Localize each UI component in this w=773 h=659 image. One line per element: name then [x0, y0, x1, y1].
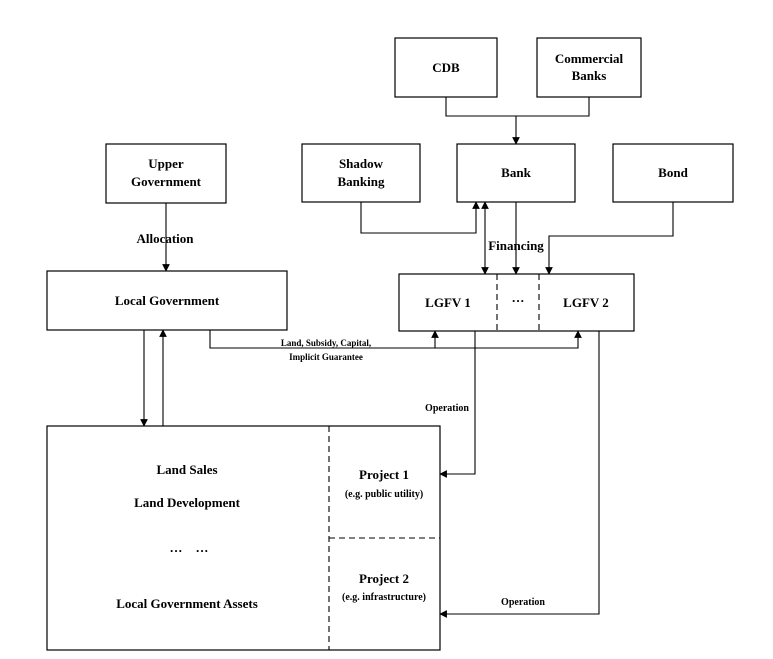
- assets-node: Land Sales Land Development ··· ··· Loca…: [46, 425, 441, 651]
- upper-government-node: Upper Government: [105, 143, 227, 204]
- local-government-node: Local Government: [46, 270, 288, 331]
- bond-to-lgfv2-arrow: [545, 202, 674, 275]
- shadow-banking-node: Shadow Banking: [301, 143, 421, 203]
- bond-node: Bond: [612, 143, 734, 203]
- cdb-to-bank-connector: [445, 97, 590, 117]
- bank-label: Bank: [501, 165, 531, 180]
- lgfv1-to-project1-arrow: [439, 331, 476, 478]
- project1-note: (e.g. public utility): [345, 489, 423, 500]
- lgfv2-to-project2-arrow: [439, 331, 600, 618]
- land-development-label: Land Development: [134, 495, 240, 510]
- lgfv2-label: LGFV 2: [563, 295, 609, 310]
- support-label-line2: Implicit Guarantee: [289, 352, 363, 362]
- support-label-line1: Land, Subsidy, Capital,: [281, 338, 371, 348]
- project1-label: Project 1: [359, 467, 409, 482]
- shadow-banking-label-line2: Banking: [338, 174, 385, 189]
- lgfv1-label: LGFV 1: [425, 295, 471, 310]
- local-government-assets-label: Local Government Assets: [116, 596, 258, 611]
- lgfv-ellipsis-label: ···: [511, 293, 524, 308]
- allocation-label: Allocation: [136, 231, 194, 246]
- commercial-banks-label-line2: Banks: [572, 68, 607, 83]
- upper-government-label-line2: Government: [131, 174, 202, 189]
- shadow-banking-label-line1: Shadow: [339, 156, 384, 171]
- shadow-banking-to-bank-arrow: [360, 201, 480, 234]
- bank-node: Bank: [456, 143, 576, 203]
- cdb-node: CDB: [394, 37, 498, 98]
- operation2-label: Operation: [501, 597, 545, 608]
- lgfv-group-node: LGFV 1 ··· LGFV 2: [398, 273, 635, 332]
- commercial-banks-node: Commercial Banks: [536, 37, 642, 98]
- project2-note: (e.g. infrastructure): [342, 592, 426, 603]
- operation1-label: Operation: [425, 403, 469, 414]
- local-government-label: Local Government: [115, 293, 220, 308]
- project2-label: Project 2: [359, 571, 409, 586]
- assets-ellipsis: ··· ···: [169, 543, 208, 558]
- land-sales-label: Land Sales: [156, 462, 217, 477]
- commercial-banks-label-line1: Commercial: [555, 51, 624, 66]
- financing-label: Financing: [488, 238, 544, 253]
- bond-label: Bond: [658, 165, 688, 180]
- upper-government-label-line1: Upper: [148, 156, 184, 171]
- cdb-label: CDB: [432, 60, 460, 75]
- support-connector: [209, 330, 582, 349]
